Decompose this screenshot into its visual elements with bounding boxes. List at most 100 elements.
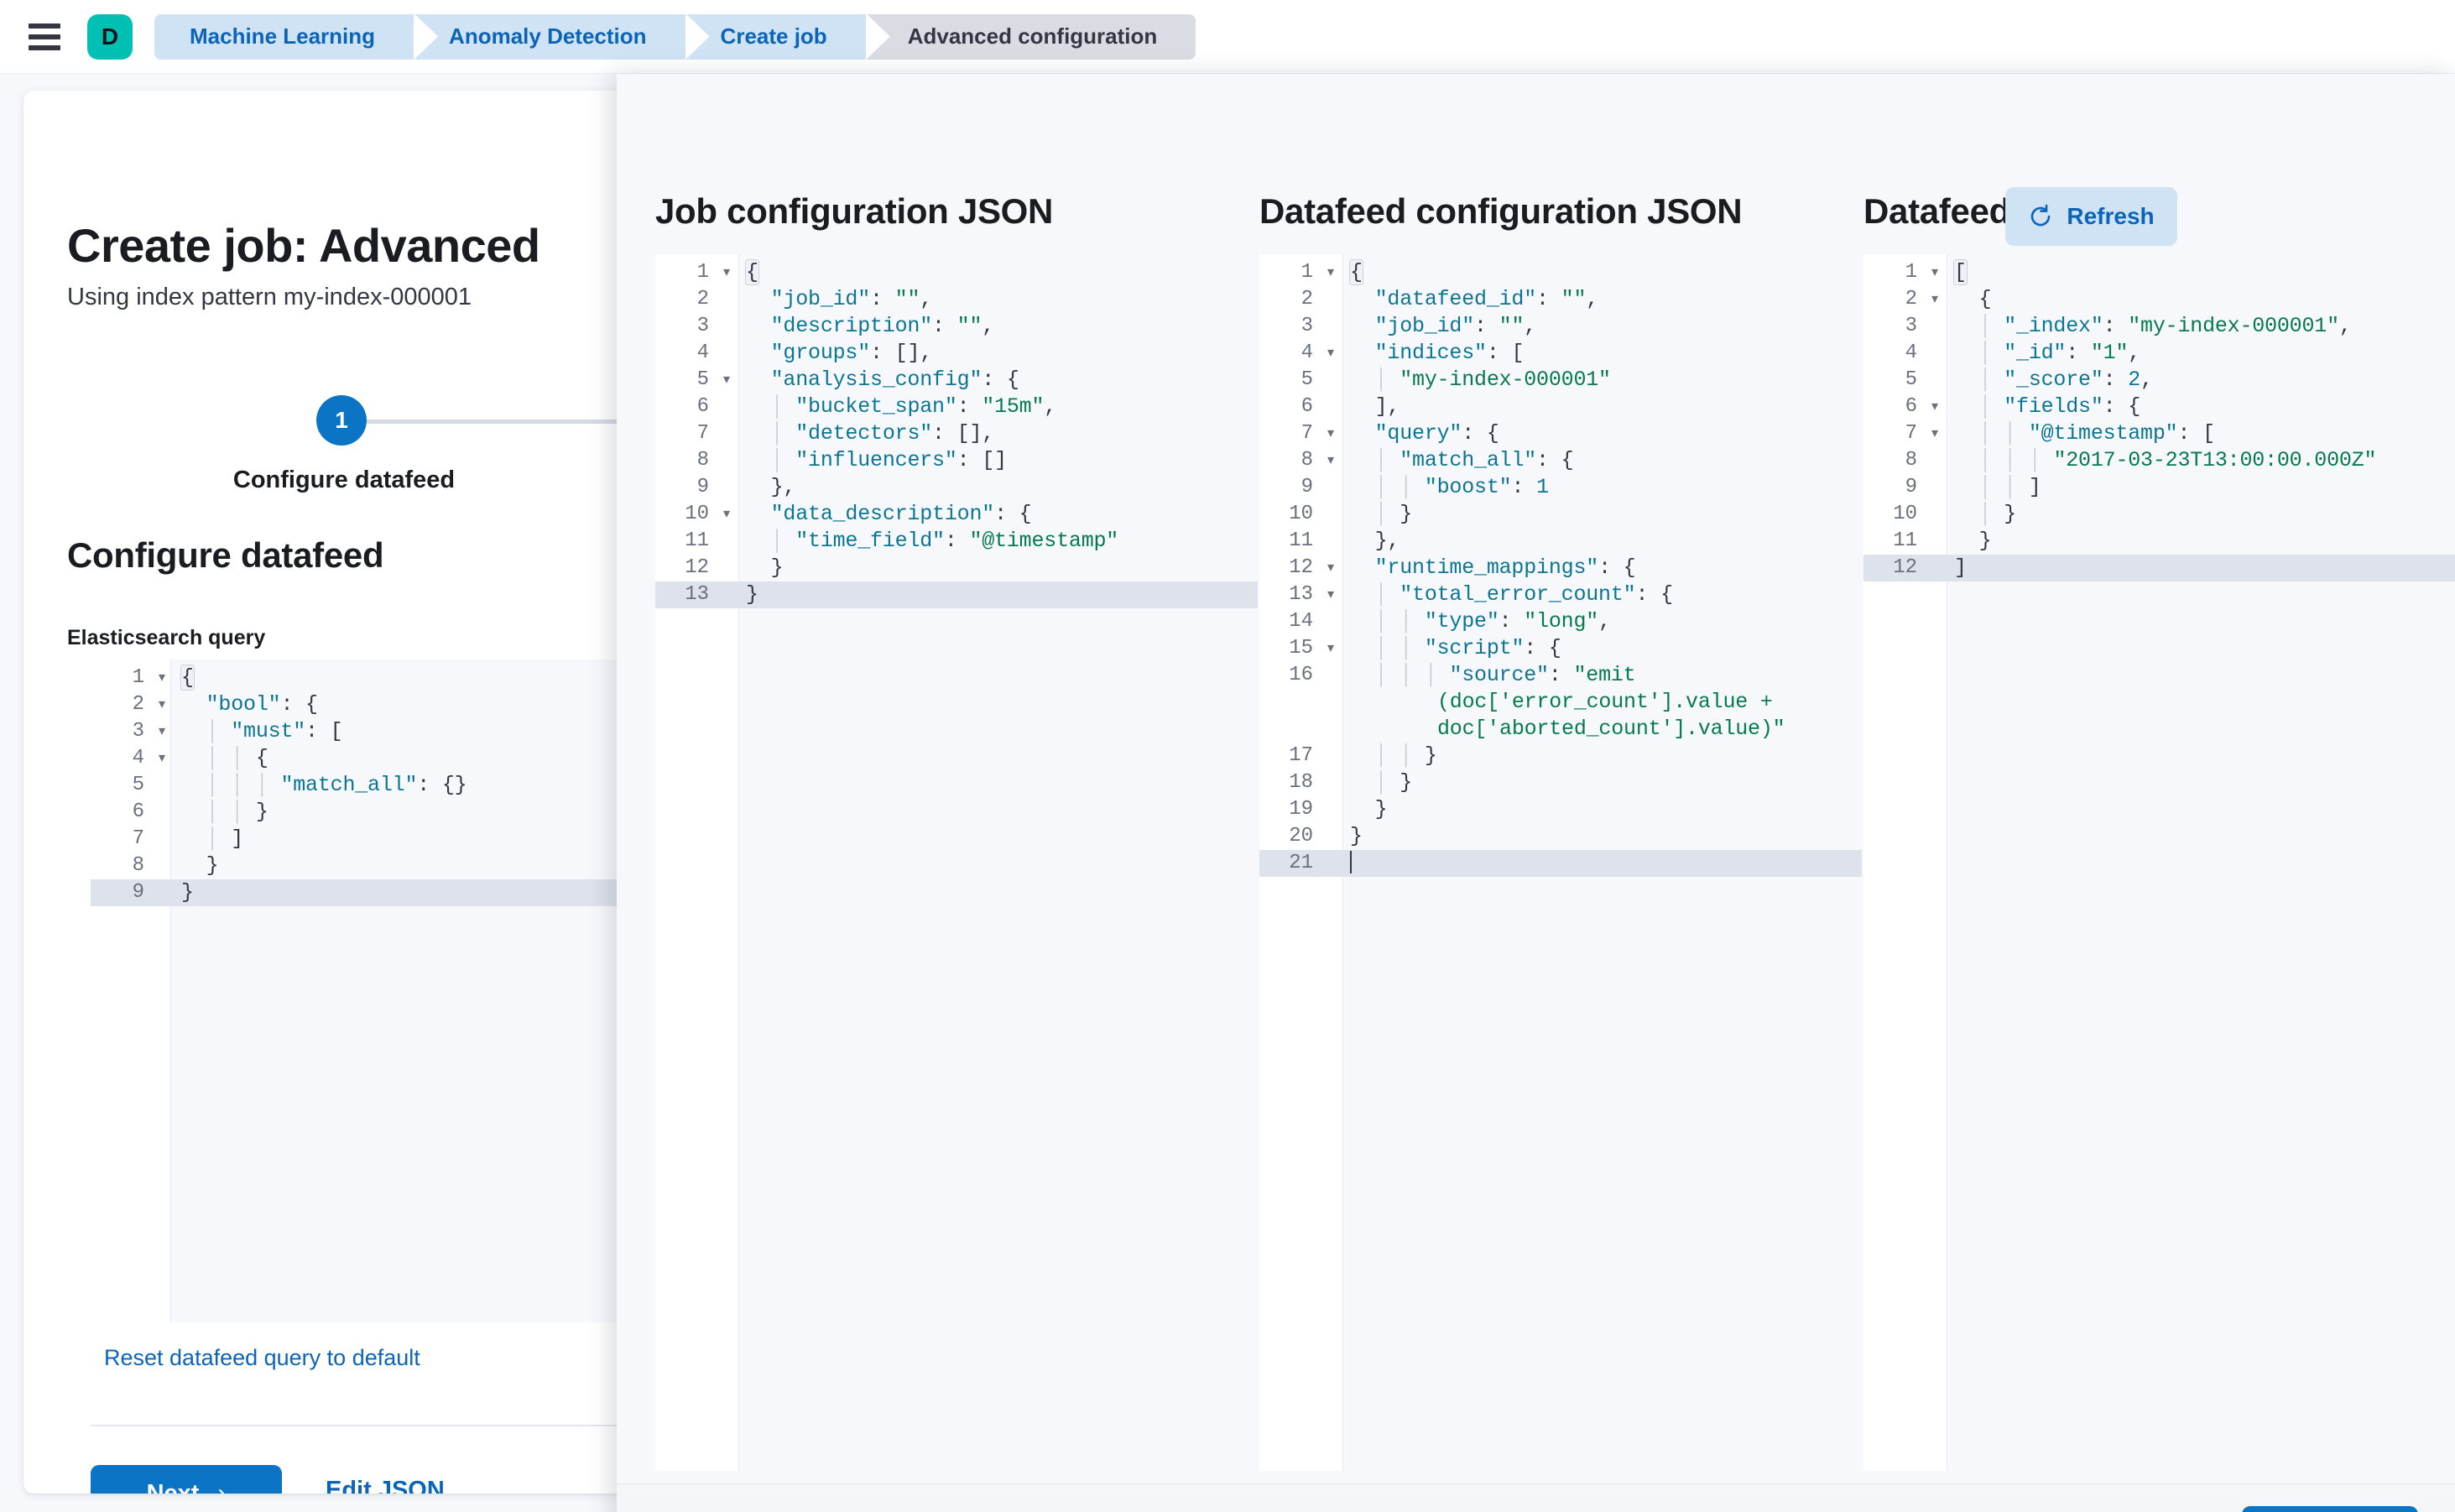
code-text: "job_id": "", — [770, 287, 933, 311]
reset-datafeed-query-link[interactable]: Reset datafeed query to default — [104, 1345, 420, 1370]
fold-toggle-icon[interactable]: ▾ — [1327, 346, 1335, 361]
code-text: { — [180, 665, 195, 691]
line-number: 4 — [1905, 342, 1917, 364]
edit-json-link[interactable]: Edit JSON — [326, 1477, 445, 1494]
job-configuration-json-editor[interactable]: 1▾{2 "job_id": "",3 "description": "",4 … — [655, 254, 1258, 1471]
fold-toggle-icon[interactable]: ▾ — [722, 507, 731, 522]
fold-toggle-icon[interactable]: ▾ — [1931, 426, 1939, 441]
breadcrumb-item-machine-learning[interactable]: Machine Learning — [154, 13, 414, 60]
datafeed-configuration-json-title: Datafeed configuration JSON — [1259, 191, 1743, 231]
fold-toggle-icon[interactable]: ▾ — [722, 265, 731, 280]
breadcrumb-item-create-job[interactable]: Create job — [685, 13, 866, 60]
line-number: 11 — [685, 529, 709, 552]
code-text: } — [181, 880, 194, 905]
fold-toggle-icon[interactable]: ▾ — [1931, 265, 1939, 280]
fold-toggle-icon[interactable]: ▾ — [158, 670, 166, 686]
line-number: 8 — [132, 854, 144, 877]
code-text: "indices": [ — [1374, 341, 1525, 365]
code-text: "query": { — [1374, 421, 1499, 446]
line-number: 9 — [1300, 476, 1313, 498]
code-text: "job_id": "", — [1374, 314, 1537, 338]
code-line: 14 │ │ "type": "long", — [1259, 608, 1862, 635]
code-line: 15▾ │ │ "script": { — [1259, 635, 1862, 662]
code-text: │ "fields": { — [1978, 394, 2141, 419]
line-number: 5 — [132, 774, 144, 796]
line-number: 17 — [1289, 744, 1313, 767]
section-title: Configure datafeed — [67, 535, 384, 575]
code-text: │ │ } — [1374, 743, 1437, 768]
code-text: │ │ ] — [1978, 475, 2041, 499]
line-number: 1 — [132, 666, 144, 689]
hamburger-menu-icon[interactable] — [29, 18, 65, 55]
divider — [91, 1425, 1106, 1426]
line-number: 6 — [1905, 395, 1917, 418]
fold-toggle-icon[interactable]: ▾ — [722, 373, 731, 388]
code-line: 6 │ "bucket_span": "15m", — [655, 394, 1258, 420]
line-number: 3 — [1300, 315, 1313, 337]
fold-toggle-icon[interactable]: ▾ — [158, 724, 166, 739]
code-text: │ "detectors": [], — [770, 421, 995, 446]
line-number: 2 — [1300, 288, 1313, 310]
fold-toggle-icon[interactable]: ▾ — [1327, 560, 1335, 576]
code-line: 20} — [1259, 823, 1862, 850]
next-button[interactable]: Next › — [91, 1465, 282, 1494]
code-line: 17 │ │ } — [1259, 743, 1862, 769]
line-number: 9 — [132, 881, 144, 904]
code-line: 11 } — [1863, 528, 2455, 555]
page-background: Create job: Advanced Using index pattern… — [0, 74, 2455, 1512]
code-text: } — [206, 853, 219, 878]
code-text: "data_description": { — [770, 502, 1032, 526]
line-number: 2 — [696, 288, 709, 310]
code-text: │ ] — [206, 826, 244, 851]
code-text: │ "_index": "my-index-000001", — [1978, 314, 2352, 338]
fold-toggle-icon[interactable]: ▾ — [1931, 399, 1939, 414]
line-number: 3 — [696, 315, 709, 337]
refresh-icon — [2031, 204, 2051, 227]
line-number: 10 — [685, 503, 709, 525]
step-1-circle[interactable]: 1 — [316, 395, 367, 446]
fold-toggle-icon[interactable]: ▾ — [1327, 426, 1335, 441]
code-text: { — [745, 259, 759, 285]
fold-toggle-icon[interactable]: ▾ — [1327, 265, 1335, 280]
code-line: 19 } — [1259, 796, 1862, 823]
code-line: 10 │ } — [1863, 501, 2455, 528]
code-line: 5▾ "analysis_config": { — [655, 367, 1258, 394]
line-number: 9 — [696, 476, 709, 498]
fold-toggle-icon[interactable]: ▾ — [1327, 587, 1335, 602]
code-text: "groups": [], — [770, 341, 933, 365]
chevron-right-icon: › — [217, 1479, 227, 1494]
code-text: │ } — [1978, 502, 2017, 526]
fold-toggle-icon[interactable]: ▾ — [1931, 292, 1939, 307]
code-line: 9 │ │ "boost": 1 — [1259, 474, 1862, 501]
fold-toggle-icon[interactable]: ▾ — [158, 697, 166, 712]
code-line: 7 │ "detectors": [], — [655, 420, 1258, 447]
refresh-button[interactable]: Refresh — [2005, 187, 2177, 246]
code-text: │ } — [1374, 502, 1413, 526]
fold-toggle-icon[interactable]: ▾ — [1327, 641, 1335, 656]
code-text: } — [1978, 529, 1992, 553]
code-text: │ │ │ "source": "emit(doc['error_count']… — [1374, 663, 1785, 741]
fold-toggle-icon[interactable]: ▾ — [1327, 453, 1335, 468]
datafeed-configuration-json-editor[interactable]: 1▾{2 "datafeed_id": "",3 "job_id": "",4▾… — [1259, 254, 1862, 1471]
code-text: { — [1349, 259, 1363, 285]
code-line: 2▾ "bool": { — [91, 691, 1106, 718]
line-number: 8 — [696, 449, 709, 472]
code-text: } — [1374, 797, 1388, 821]
code-line: 12] — [1863, 555, 2455, 581]
line-number: 10 — [1289, 503, 1313, 525]
breadcrumb-label: Create job — [720, 23, 827, 49]
code-line: 8 │ "influencers": [] — [655, 447, 1258, 474]
line-number: 4 — [1300, 342, 1313, 364]
datafeed-preview-editor[interactable]: 1▾[2▾ {3 │ "_index": "my-index-000001",4… — [1863, 254, 2455, 1471]
code-line: 1▾{ — [1259, 259, 1862, 286]
breadcrumb-item-anomaly-detection[interactable]: Anomaly Detection — [414, 13, 685, 60]
line-number: 7 — [1300, 422, 1313, 445]
line-number: 8 — [1300, 449, 1313, 472]
line-number: 12 — [1289, 556, 1313, 579]
fold-toggle-icon[interactable]: ▾ — [158, 751, 166, 766]
code-line: 8▾ │ "match_all": { — [1259, 447, 1862, 474]
space-avatar[interactable]: D — [87, 13, 133, 60]
save-button[interactable]: Save — [2242, 1506, 2418, 1512]
breadcrumb-label: Advanced configuration — [907, 23, 1158, 49]
